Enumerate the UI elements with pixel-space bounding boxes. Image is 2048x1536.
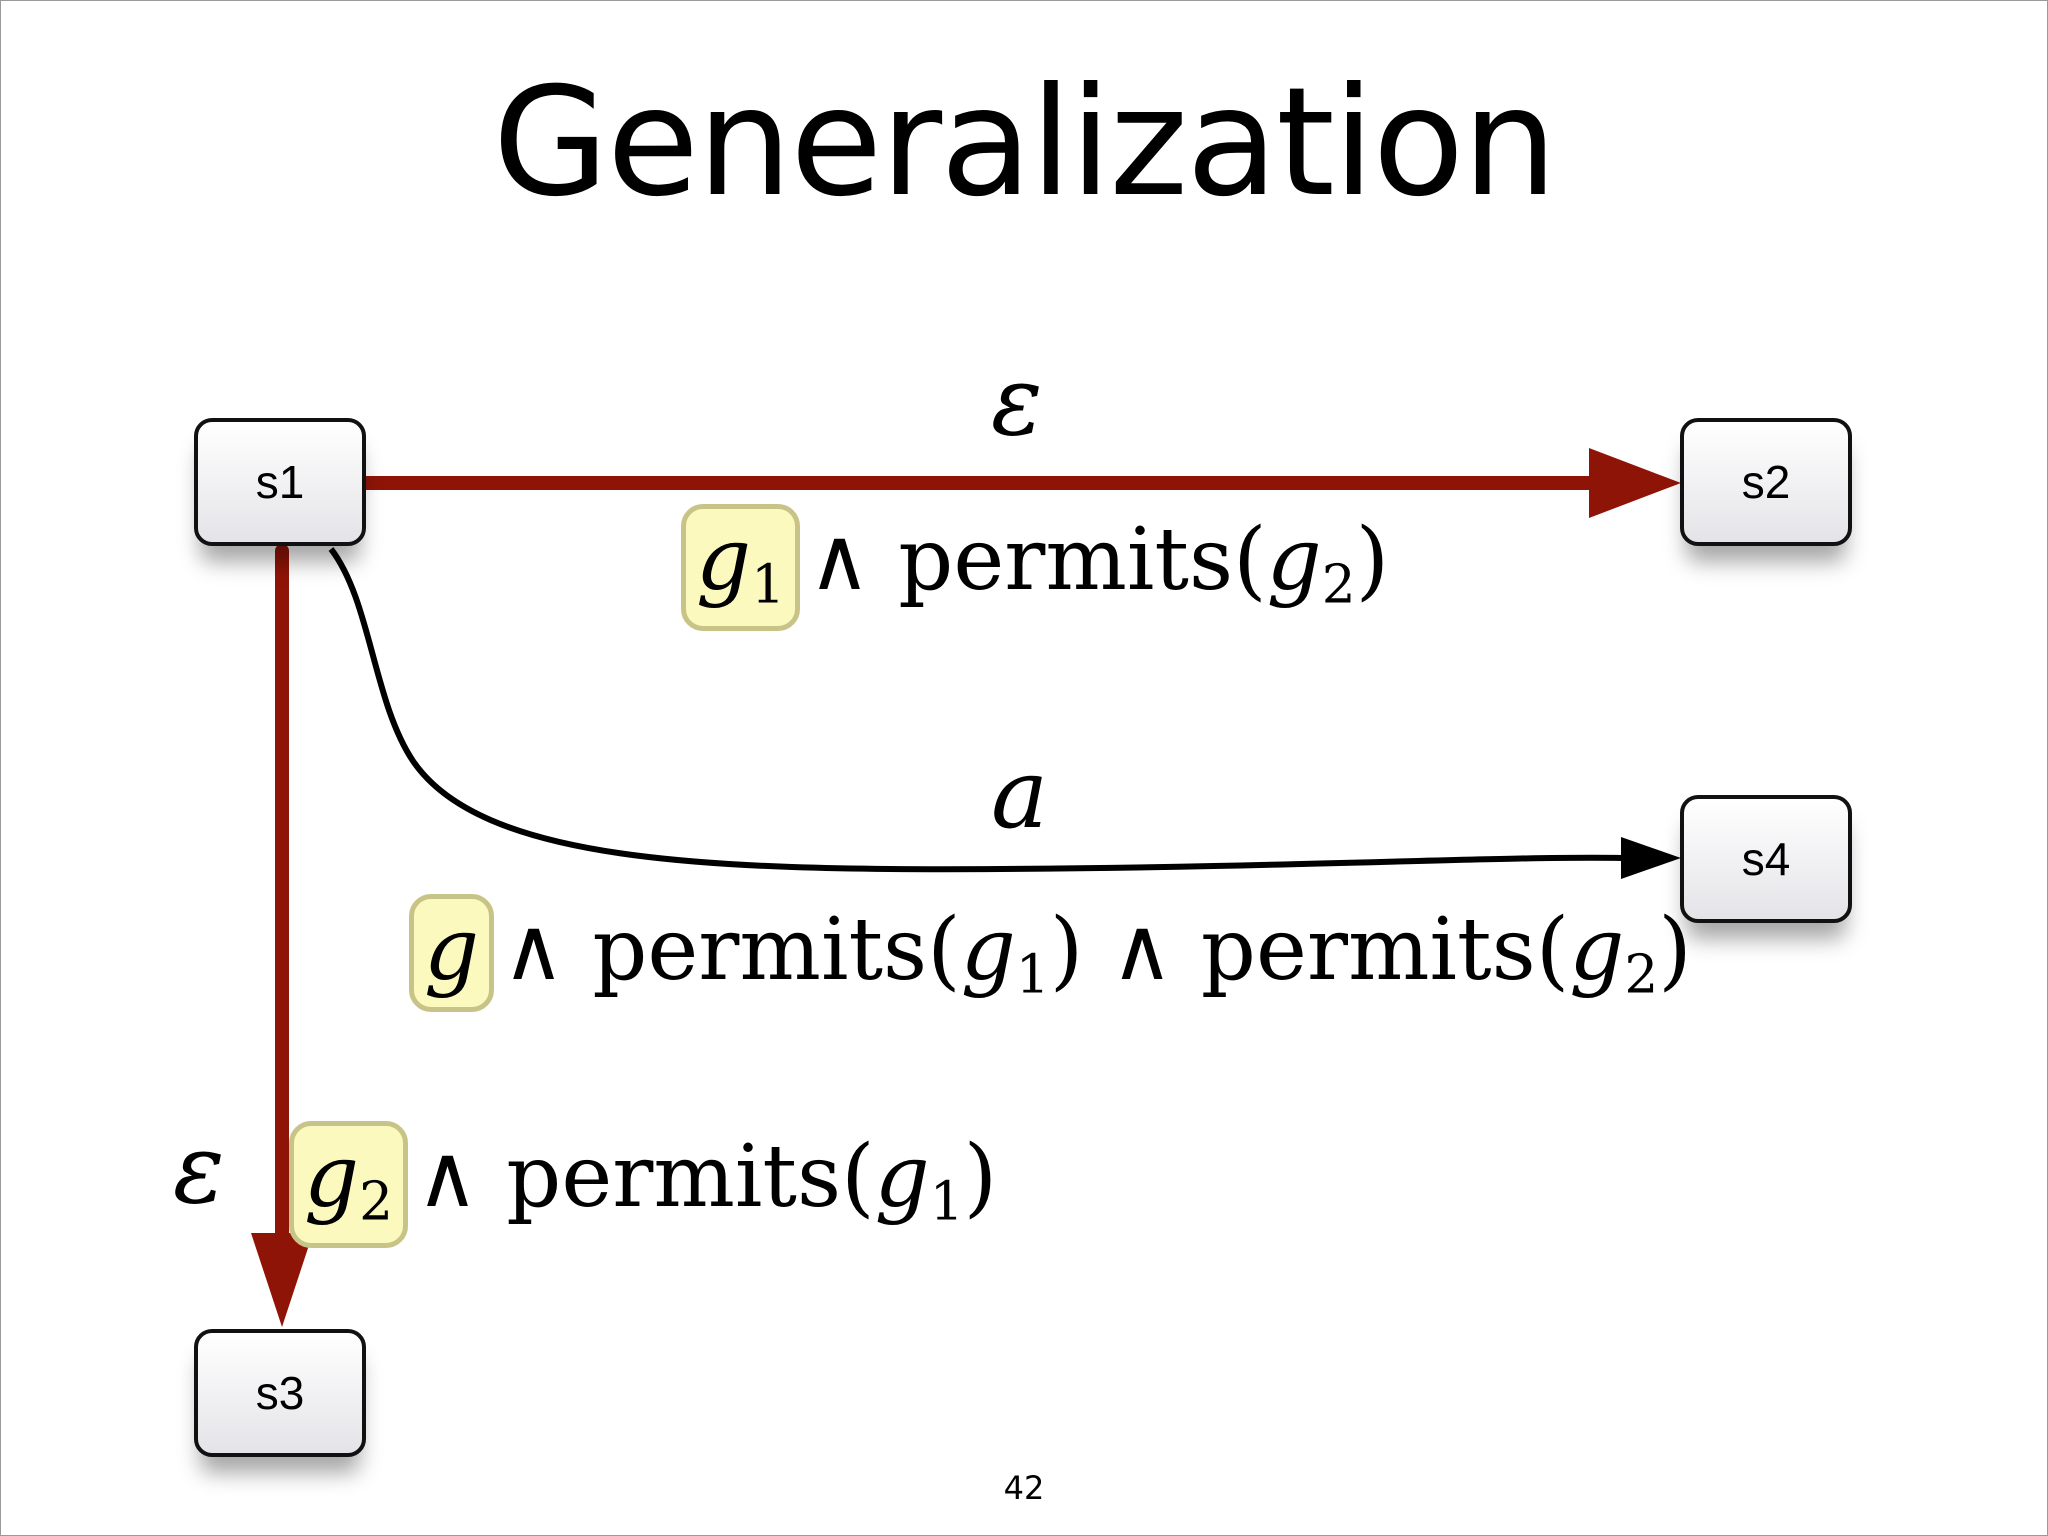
guard-permits: permits( xyxy=(592,900,961,1000)
edge-s1-s4-label: a xyxy=(991,738,1049,850)
guard-highlight: g1 xyxy=(681,504,800,631)
guard-close: ) xyxy=(1049,900,1084,1000)
edge-s1-s3 xyxy=(251,544,313,1327)
guard-var: g xyxy=(1569,900,1625,1000)
guard-close: ) xyxy=(1658,900,1692,1000)
guard-sub: 1 xyxy=(751,553,785,616)
guard-close: ) xyxy=(963,1127,998,1227)
guard-sub: 2 xyxy=(1321,553,1356,616)
guard-var: g xyxy=(424,900,480,1000)
edge-s1-s3-label: ε xyxy=(173,1113,225,1225)
state-node-s2: s2 xyxy=(1680,418,1852,546)
guard-var: g xyxy=(304,1127,360,1227)
guard-var: g xyxy=(960,900,1016,1000)
guard-highlight: g2 xyxy=(289,1121,408,1248)
guard-sub: 2 xyxy=(359,1170,393,1233)
guard-sub: 1 xyxy=(1015,943,1050,1006)
guard-var: g xyxy=(696,510,752,610)
edge-s1-s2-label: ε xyxy=(991,345,1043,457)
guard-sub: 1 xyxy=(929,1170,964,1233)
guard-op: ∧ xyxy=(1110,900,1174,1000)
guard-op: ∧ xyxy=(807,510,871,610)
guard-sub: 2 xyxy=(1624,943,1659,1006)
state-label-s4: s4 xyxy=(1741,833,1791,885)
state-label-s1: s1 xyxy=(255,456,305,508)
guard-permits: permits( xyxy=(898,510,1267,610)
guard-op: ∧ xyxy=(502,900,566,1000)
page-number: 42 xyxy=(1003,1469,1045,1507)
edge-s1-s4-guard: g∧ permits(g1) ∧ permits(g2) xyxy=(409,894,1692,1012)
edge-s1-s2 xyxy=(360,448,1681,518)
edge-s1-s3-guard: g2∧ permits(g1) xyxy=(289,1121,997,1248)
state-node-s1: s1 xyxy=(194,418,366,546)
state-node-s3: s3 xyxy=(194,1329,366,1457)
state-node-s4: s4 xyxy=(1680,795,1852,923)
state-label-s2: s2 xyxy=(1741,456,1791,508)
guard-highlight: g xyxy=(409,894,495,1012)
guard-var: g xyxy=(1266,510,1322,610)
edge-s1-s4 xyxy=(328,547,1681,879)
edge-s1-s2-guard: g1∧ permits(g2) xyxy=(681,504,1389,631)
guard-var: g xyxy=(874,1127,930,1227)
guard-permits: permits( xyxy=(506,1127,875,1227)
slide-title: Generalization xyxy=(492,56,1558,230)
state-label-s3: s3 xyxy=(255,1367,305,1419)
guard-permits: permits( xyxy=(1200,900,1570,1000)
guard-op: ∧ xyxy=(415,1127,479,1227)
guard-close: ) xyxy=(1355,510,1390,610)
